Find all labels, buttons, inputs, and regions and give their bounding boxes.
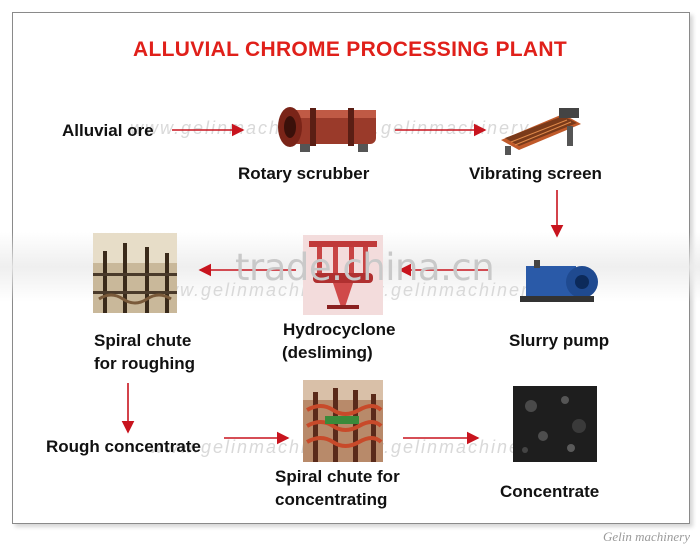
node-hydrocyclone-line2: (desliming)	[282, 343, 373, 362]
node-spiral-roughing-line1: Spiral chute	[94, 331, 192, 350]
node-hydrocyclone-line1: Hydrocyclone	[283, 320, 396, 339]
site-watermark-row-2: www.gelinmachinery	[150, 280, 351, 300]
node-concentrate: Concentrate	[500, 482, 600, 501]
node-spiral-concentrating-line1: Spiral chute for	[275, 467, 400, 486]
vibrating-screen-image	[501, 108, 581, 155]
spiral-chute-roughing-image	[93, 233, 177, 313]
diagram-title: ALLUVIAL CHROME PROCESSING PLANT	[133, 38, 567, 61]
trade-watermark: trade.china.cn	[235, 246, 495, 289]
concentrate-image	[513, 386, 597, 462]
node-slurry-pump: Slurry pump	[509, 331, 610, 350]
hydrocyclone-image	[303, 235, 383, 315]
node-rotary-scrubber: Rotary scrubber	[238, 164, 370, 183]
slurry-pump-image	[520, 260, 598, 302]
spiral-chute-concentrating-image	[303, 380, 383, 462]
node-spiral-concentrating-line2: concentrating	[275, 490, 388, 509]
node-rough-concentrate: Rough concentrate	[46, 437, 201, 456]
node-spiral-roughing-line2: for roughing	[94, 354, 196, 373]
site-watermark-row-2b: www.gelinmachinery	[340, 280, 541, 300]
footer-watermark: Gelin machinery	[602, 529, 690, 544]
site-watermark-row-3: www.gelinmachinery	[150, 437, 351, 457]
node-vibrating-screen: Vibrating screen	[469, 164, 602, 183]
site-watermark-row-3b: www.gelinmachinery	[340, 437, 541, 457]
rotary-scrubber-image	[278, 107, 376, 152]
node-alluvial-ore: Alluvial ore	[62, 121, 154, 140]
